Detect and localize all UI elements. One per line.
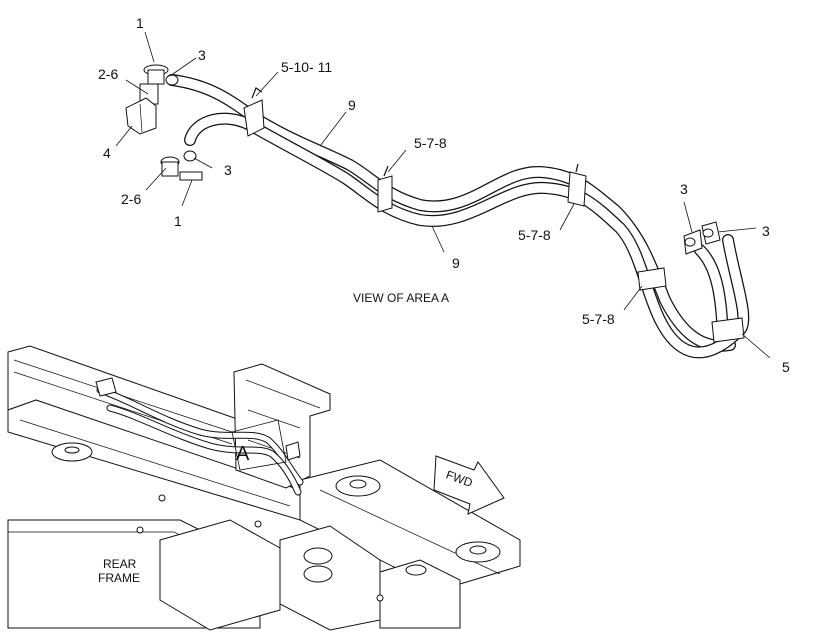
callout-2-6-top: 2-6 — [98, 66, 118, 82]
fitting-bottom-1 — [160, 150, 203, 181]
forward-arrow: FWD — [433, 455, 505, 515]
clamp-5-7-8-c — [637, 267, 667, 291]
callout-2-6-bottom: 2-6 — [121, 191, 141, 207]
callout-5-7-8-b: 5-7-8 — [518, 227, 551, 243]
fittings-right — [683, 221, 721, 255]
callout-5-7-8-a: 5-7-8 — [414, 135, 447, 151]
callout-4: 4 — [103, 145, 111, 161]
clamp-5-10-11 — [243, 87, 265, 137]
view-title: VIEW OF AREA A — [353, 291, 449, 305]
clamp-5 — [711, 317, 745, 343]
leader-lines — [115, 31, 771, 359]
fittings-left — [125, 64, 203, 181]
callout-9-lower: 9 — [452, 255, 460, 271]
area-a-marker: A — [231, 419, 287, 471]
callout-3-right-a: 3 — [680, 181, 688, 197]
rear-frame-line2: FRAME — [98, 571, 140, 585]
rear-frame-label: REAR FRAME — [92, 557, 154, 588]
callout-3-top: 3 — [198, 47, 206, 63]
rear-frame-line1: REAR — [103, 557, 137, 571]
callout-3-right-b: 3 — [762, 223, 770, 239]
callout-3-mid: 3 — [224, 162, 232, 178]
clamp-5-7-8-a — [377, 165, 393, 213]
callout-1-bottom: 1 — [174, 213, 182, 229]
area-a-label: A — [236, 443, 250, 465]
callout-labels: 1 3 2-6 4 5-10- 11 9 3 2-6 1 5-7-8 9 5-7… — [98, 15, 790, 375]
callout-5-10-11: 5-10- 11 — [281, 59, 332, 75]
valve-4 — [125, 97, 157, 135]
frame-hose-route — [95, 377, 304, 496]
clamp-5-7-8-b — [567, 163, 587, 207]
clamps — [243, 87, 745, 343]
callout-1-top: 1 — [136, 15, 144, 31]
callout-5-7-8-c: 5-7-8 — [582, 311, 615, 327]
callout-9-upper: 9 — [348, 97, 356, 113]
callout-5: 5 — [782, 359, 790, 375]
